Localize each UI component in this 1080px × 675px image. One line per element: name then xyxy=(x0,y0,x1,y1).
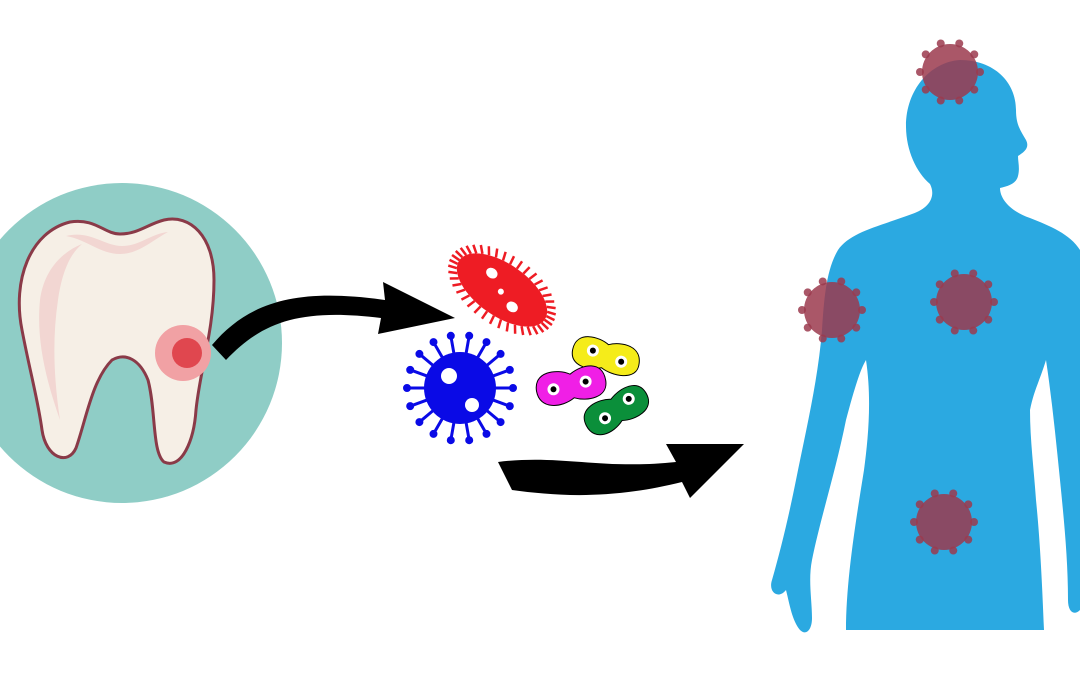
bacterium-cilium xyxy=(497,319,503,329)
bacterium-cilium xyxy=(454,250,464,259)
virus-spike-tip xyxy=(496,418,505,427)
green-bacterium xyxy=(583,385,649,436)
body-infection-sites xyxy=(798,39,998,555)
tooth-shade xyxy=(39,244,82,420)
virus-spike-tip xyxy=(403,384,411,392)
virus-spike-tip xyxy=(406,402,415,411)
virus-spike-tip xyxy=(505,402,514,411)
virus-spike-tip xyxy=(505,365,514,374)
bacterium-cilium xyxy=(460,294,470,301)
bacterium-cilium xyxy=(451,253,461,262)
bacterium-cilium xyxy=(472,244,478,254)
virus-spike-tip xyxy=(465,331,474,340)
bacterium-cilium xyxy=(543,318,553,327)
bacterium-cilium xyxy=(448,258,459,265)
bacterium-cilium xyxy=(522,266,531,275)
bacterium-cilium xyxy=(480,310,489,320)
virus-spike-tip xyxy=(446,331,455,340)
bacterium-cilium xyxy=(455,288,466,294)
magenta-bacterium xyxy=(535,365,607,406)
tooth-infection-core xyxy=(172,338,202,368)
human-silhouette-icon xyxy=(771,39,1080,633)
virus-spike-tip xyxy=(429,429,438,438)
bacterium-cilium xyxy=(542,293,552,298)
bacterium-cilium xyxy=(538,286,549,292)
bacterium-cilium xyxy=(488,315,496,325)
curved-arrow-icon xyxy=(498,444,744,498)
body-silhouette xyxy=(771,60,1080,633)
virus-spike-tip xyxy=(406,365,415,374)
body-infection-site xyxy=(916,39,984,105)
bacterium-cilium xyxy=(452,282,462,287)
bacterium-cilium xyxy=(545,300,555,303)
bacterium-cilium xyxy=(532,325,539,335)
bacteria-cluster-icon xyxy=(403,244,649,445)
virus-spike-tip xyxy=(465,436,474,445)
red-bacterium xyxy=(447,244,557,336)
bacterium-cilium xyxy=(515,260,524,270)
bacterium-cilium xyxy=(546,310,557,316)
bacterium-cilium xyxy=(520,325,525,336)
bacterium-cilium xyxy=(473,305,482,314)
bacterium-cilium xyxy=(459,247,468,256)
virus-spike-tip xyxy=(446,436,455,445)
body-infection-site xyxy=(798,277,866,343)
infected-tooth-icon xyxy=(0,183,282,503)
arrow-to-microbes-body xyxy=(212,282,455,360)
bacterium-cilium xyxy=(505,322,510,332)
bacterium-cilium xyxy=(545,315,556,322)
bacterium-cilium xyxy=(526,326,532,336)
virus-spike-tip xyxy=(496,349,505,358)
bacterium-cilium xyxy=(534,279,544,286)
bacterium-cilium xyxy=(513,324,517,334)
virus-spike-tip xyxy=(429,338,438,347)
arrow-to-body-body xyxy=(498,444,744,498)
body-infection-site xyxy=(910,489,978,555)
bacterium-cilium xyxy=(501,251,507,261)
bacterium-cilium xyxy=(447,264,458,270)
bacterium-cilium xyxy=(546,305,556,310)
bacterium-cilium xyxy=(487,246,491,256)
blue-virus xyxy=(403,331,517,445)
bacterium-cilium xyxy=(465,245,472,255)
body-infection-site xyxy=(930,269,998,335)
bacterium-cilium xyxy=(448,270,458,275)
virus-spike-tip xyxy=(482,429,491,438)
tooth-crown xyxy=(17,217,216,465)
virus-spike-tip xyxy=(415,349,424,358)
bacterium-cilium xyxy=(540,321,550,330)
bacterium-cilium xyxy=(479,244,484,255)
tooth-highlight xyxy=(66,232,168,254)
bacterium-cilium xyxy=(494,248,499,258)
virus-spike-tip xyxy=(482,338,491,347)
bacterium-cilium xyxy=(508,255,516,265)
virus-spike-tip xyxy=(509,384,517,392)
bacterium-cilium xyxy=(528,272,538,280)
curved-arrow-icon xyxy=(212,282,455,360)
bacterium-cilium xyxy=(449,277,459,280)
bacterium-cilium xyxy=(536,324,545,333)
virus-spike-tip xyxy=(415,418,424,427)
bacterium-cilium xyxy=(466,300,476,308)
